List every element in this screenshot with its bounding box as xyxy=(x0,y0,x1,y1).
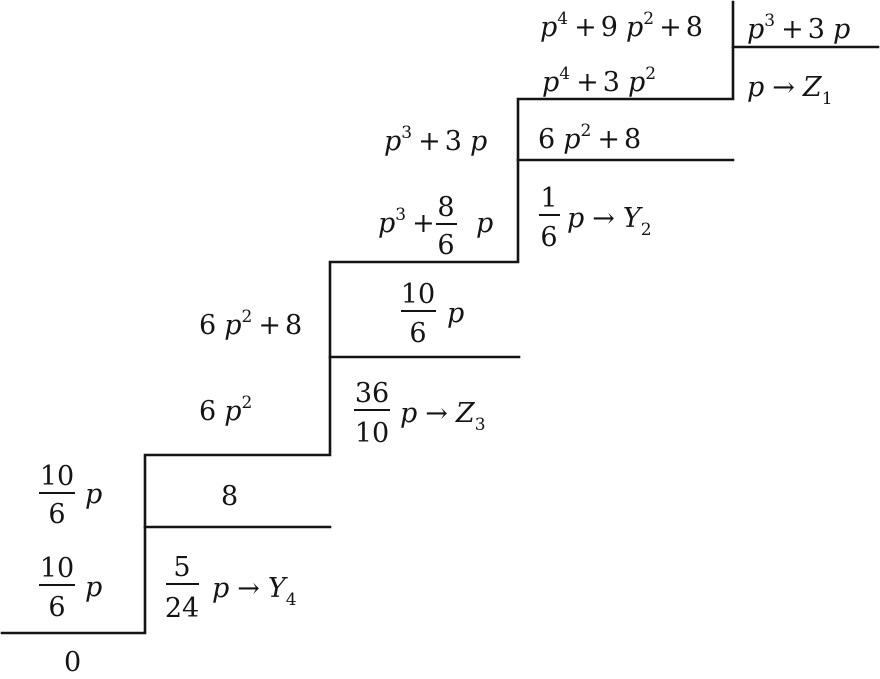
fraction-numerator: 10 xyxy=(401,279,435,310)
remainder-final: 0 xyxy=(64,647,81,678)
staircase-lines xyxy=(0,0,880,635)
divisor-step-4: 8 xyxy=(221,481,238,512)
fraction-numerator: 8 xyxy=(437,192,454,223)
stair-line-main xyxy=(0,0,735,635)
partial-step-2: p3+ 8 6 p xyxy=(378,192,493,261)
math-var: p xyxy=(85,572,102,603)
quotient-step-2: 1 6 p→Y2 xyxy=(539,183,652,253)
fraction-denominator: 6 xyxy=(48,592,65,623)
math-var: p xyxy=(447,298,464,329)
quotient-step-1: p→Z1 xyxy=(747,72,833,109)
fraction-denominator: 6 xyxy=(540,222,557,253)
fraction-numerator: 10 xyxy=(40,553,74,584)
math-text: 0 xyxy=(64,647,81,678)
partial-step-4: 10 6 p xyxy=(39,553,102,623)
fraction-numerator: 1 xyxy=(540,183,557,214)
fraction-denominator: 6 xyxy=(437,230,454,261)
quotient-step-4: 5 24 p→Y4 xyxy=(165,552,297,624)
dividend-step-4: 10 6 p xyxy=(39,461,102,530)
math-var: p xyxy=(476,208,493,239)
fraction-denominator: 6 xyxy=(409,318,426,349)
fraction-denominator: 24 xyxy=(165,593,199,624)
math-text: p→Y4 xyxy=(212,573,297,610)
math-text: p→Z3 xyxy=(400,398,486,435)
math-text: 8 xyxy=(221,481,238,512)
math-text: p→Z1 xyxy=(747,72,833,109)
fraction-numerator: 36 xyxy=(355,378,389,409)
fraction-denominator: 10 xyxy=(355,418,389,449)
fraction-denominator: 6 xyxy=(48,499,65,530)
math-var: p xyxy=(85,479,102,510)
math-text: p→Y2 xyxy=(567,203,652,240)
fraction-numerator: 10 xyxy=(40,461,74,492)
divisor-step-3: 10 6 p xyxy=(401,279,464,349)
quotient-step-3: 36 10 p→Z3 xyxy=(354,378,486,449)
math-text: p3+ xyxy=(378,205,435,239)
fraction-numerator: 5 xyxy=(173,552,190,583)
